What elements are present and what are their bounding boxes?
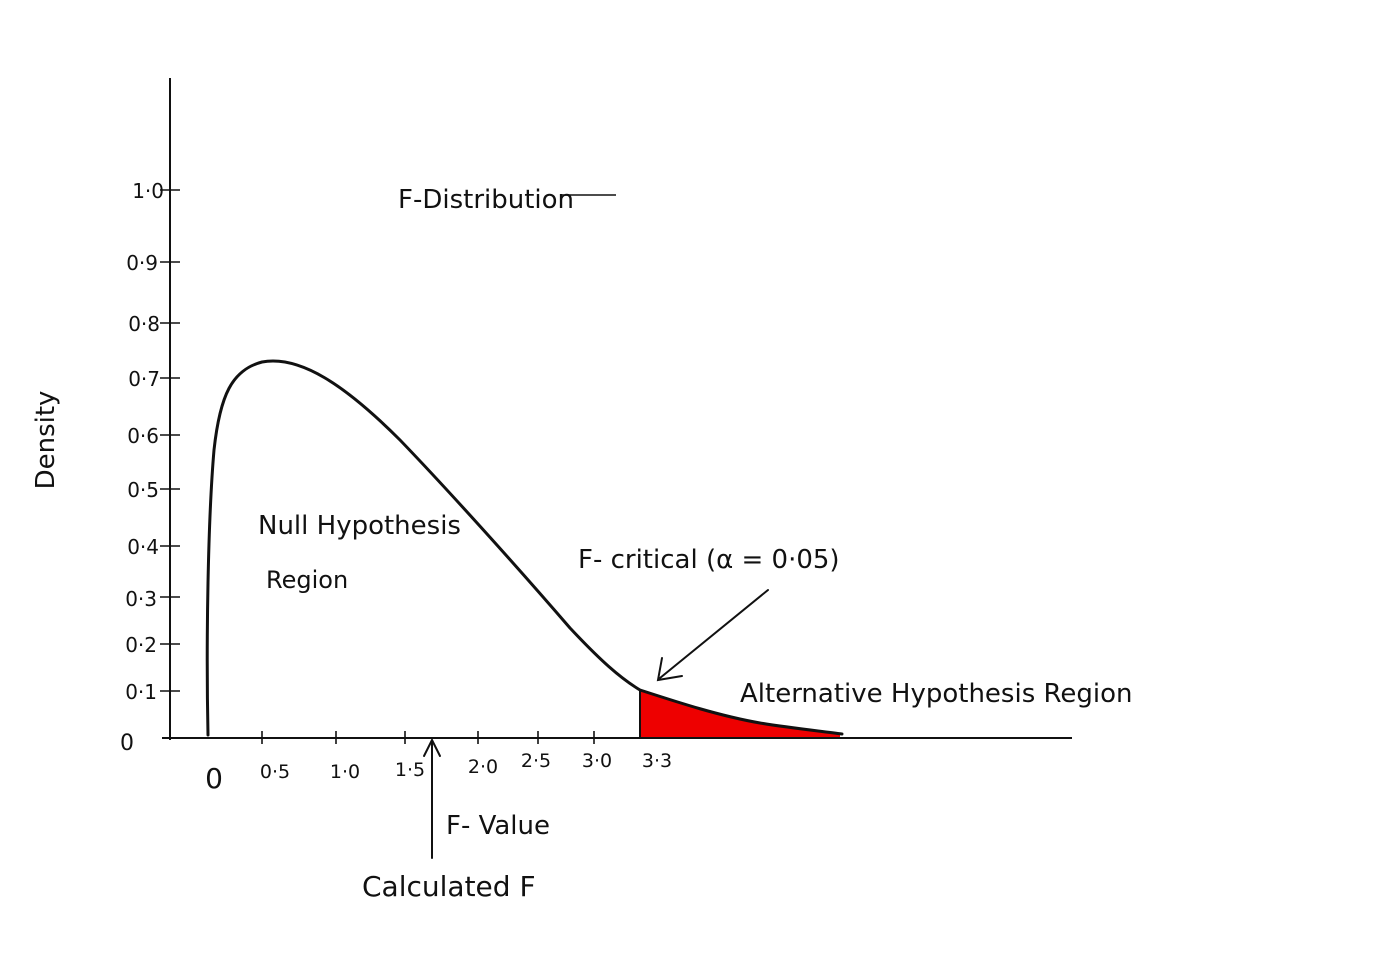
- y-tick-label: 0·1: [125, 680, 157, 704]
- calculated-f-arrow: [423, 737, 441, 859]
- y-axis-label: Density: [31, 391, 61, 490]
- x-origin-label: 0: [205, 762, 223, 795]
- f-value-label: F- Value: [446, 811, 550, 841]
- y-axis-ticks: [160, 189, 180, 692]
- calculated-f-arrow-head: [423, 737, 441, 757]
- alternative-region-label: Alternative Hypothesis Region: [740, 679, 1133, 709]
- y-tick-label: 0·3: [125, 587, 157, 611]
- calculated-f-label: Calculated F: [362, 870, 536, 903]
- x-tick-labels: 0 0·5 1·0 1·5 2·0 2·5 3·0 3·3: [205, 750, 672, 795]
- x-tick-label: 2·5: [521, 750, 551, 772]
- null-region-label-line2: Region: [266, 566, 348, 594]
- x-tick-label: 1·5: [395, 759, 425, 781]
- x-tick-label: 0·5: [260, 761, 290, 783]
- y-tick-label: 0·9: [126, 251, 158, 275]
- critical-arrow-head: [656, 657, 683, 682]
- y-tick-label: 0·4: [127, 535, 159, 559]
- x-tick-label: 3·0: [582, 750, 612, 772]
- critical-arrow-shaft: [659, 589, 769, 679]
- y-tick-labels: 0 0·1 0·2 0·3 0·4 0·5 0·6 0·7 0·8 0·9 1·…: [120, 179, 164, 756]
- x-tick-label: 1·0: [330, 761, 360, 783]
- y-tick-label: 0·7: [128, 367, 160, 391]
- y-tick-label: 0: [120, 731, 134, 756]
- y-tick-label: 0·2: [125, 633, 157, 657]
- y-tick-label: 0·5: [127, 478, 159, 502]
- null-region-label-line1: Null Hypothesis: [258, 511, 461, 541]
- rejection-region-fill: [640, 690, 840, 737]
- y-tick-label: 0·8: [128, 312, 160, 336]
- critical-value-label: F- critical (α = 0·05): [578, 545, 840, 575]
- x-tick-label: 3·3: [642, 750, 672, 772]
- f-distribution-curve: [205, 359, 844, 737]
- y-tick-label: 1·0: [132, 179, 164, 203]
- diagram-title: F-Distribution: [398, 185, 574, 215]
- x-axis-ticks: [261, 731, 595, 744]
- critical-arrow: [656, 589, 769, 682]
- x-tick-label: 2·0: [468, 756, 498, 778]
- y-tick-label: 0·6: [127, 424, 159, 448]
